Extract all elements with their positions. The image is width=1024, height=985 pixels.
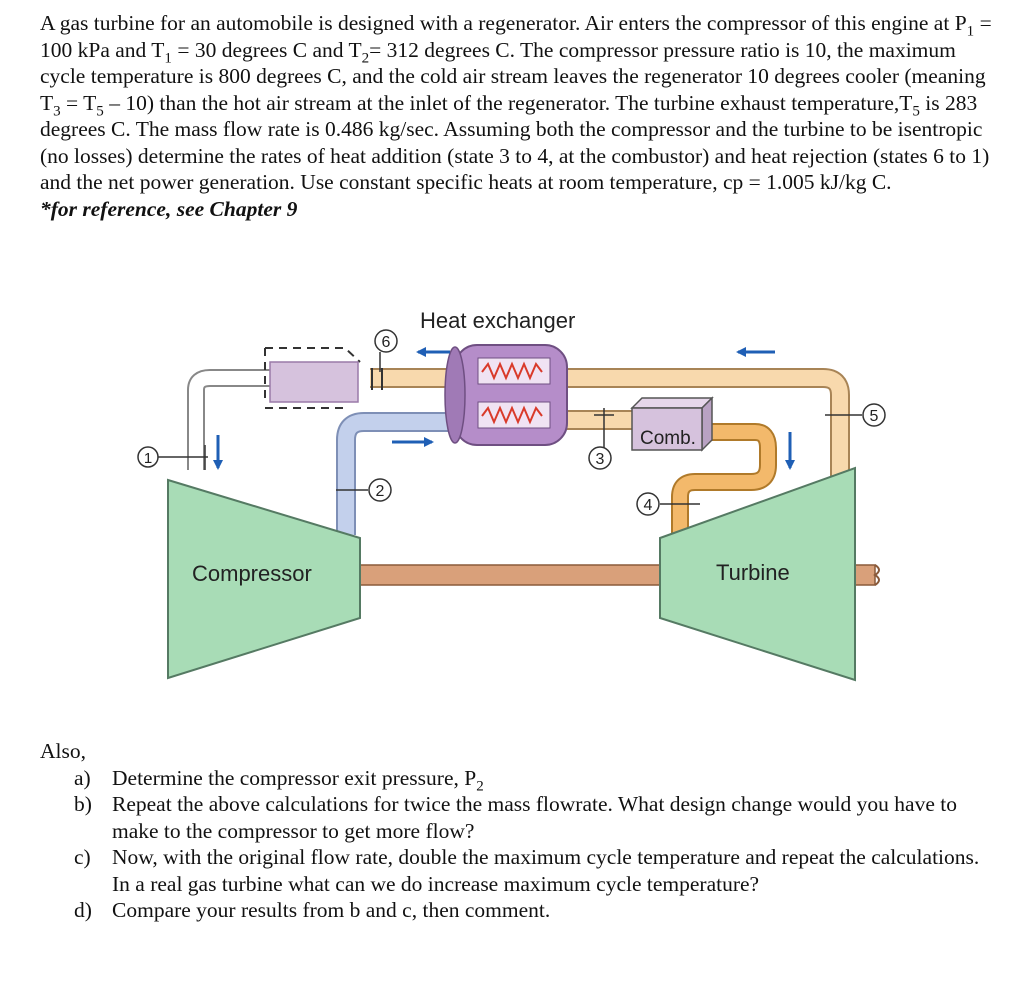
svg-text:1: 1: [144, 450, 152, 467]
heat-rejection-box: [269, 361, 359, 403]
compressor-outlet-pipe: [336, 412, 455, 535]
compressor-inlet-pipe: [187, 369, 270, 470]
heat-rejection-dashed-line: [265, 347, 361, 363]
shaft-end: [873, 564, 880, 586]
state-marker-3: 3: [588, 408, 614, 470]
problem-statement: A gas turbine for an automobile is desig…: [40, 10, 1000, 222]
question-c: c)Now, with the original flow rate, doub…: [74, 845, 980, 896]
svg-text:4: 4: [644, 497, 653, 514]
regenerator-coil-top: [481, 361, 543, 381]
heat-exchanger-label: Heat exchanger: [420, 308, 575, 333]
state-marker-2: 2: [336, 478, 392, 502]
turbine: [659, 466, 856, 682]
reference-note: *for reference, see Chapter 9: [40, 196, 298, 221]
combustor: [631, 407, 703, 451]
svg-text:5: 5: [870, 408, 879, 425]
combustor-label: Comb.: [640, 428, 696, 449]
compressor-label: Compressor: [192, 561, 312, 586]
svg-text:6: 6: [382, 334, 391, 351]
regenerator-coil-bottom: [481, 405, 543, 425]
state-marker-6: 6: [374, 329, 398, 372]
question-a: a)Determine the compressor exit pressure…: [74, 765, 484, 794]
state-marker-4: 4: [636, 492, 700, 516]
svg-text:2: 2: [376, 483, 385, 500]
turbine-label: Turbine: [716, 560, 790, 585]
compressor: [167, 478, 361, 680]
state-marker-5: 5: [825, 403, 886, 427]
question-b: b)Repeat the above calculations for twic…: [74, 792, 957, 843]
state-marker-1: 1: [137, 445, 208, 470]
follow-up-questions: Also, a)Determine the compressor exit pr…: [40, 738, 1000, 924]
also-heading: Also,: [40, 739, 86, 763]
problem-paragraph: A gas turbine for an automobile is desig…: [40, 11, 992, 194]
gas-turbine-diagram: Compressor Turbine Heat exchanger Comb. …: [137, 308, 886, 682]
question-d: d)Compare your results from b and c, the…: [74, 898, 551, 922]
svg-text:3: 3: [596, 451, 605, 468]
question-list: a)Determine the compressor exit pressure…: [40, 765, 1000, 924]
